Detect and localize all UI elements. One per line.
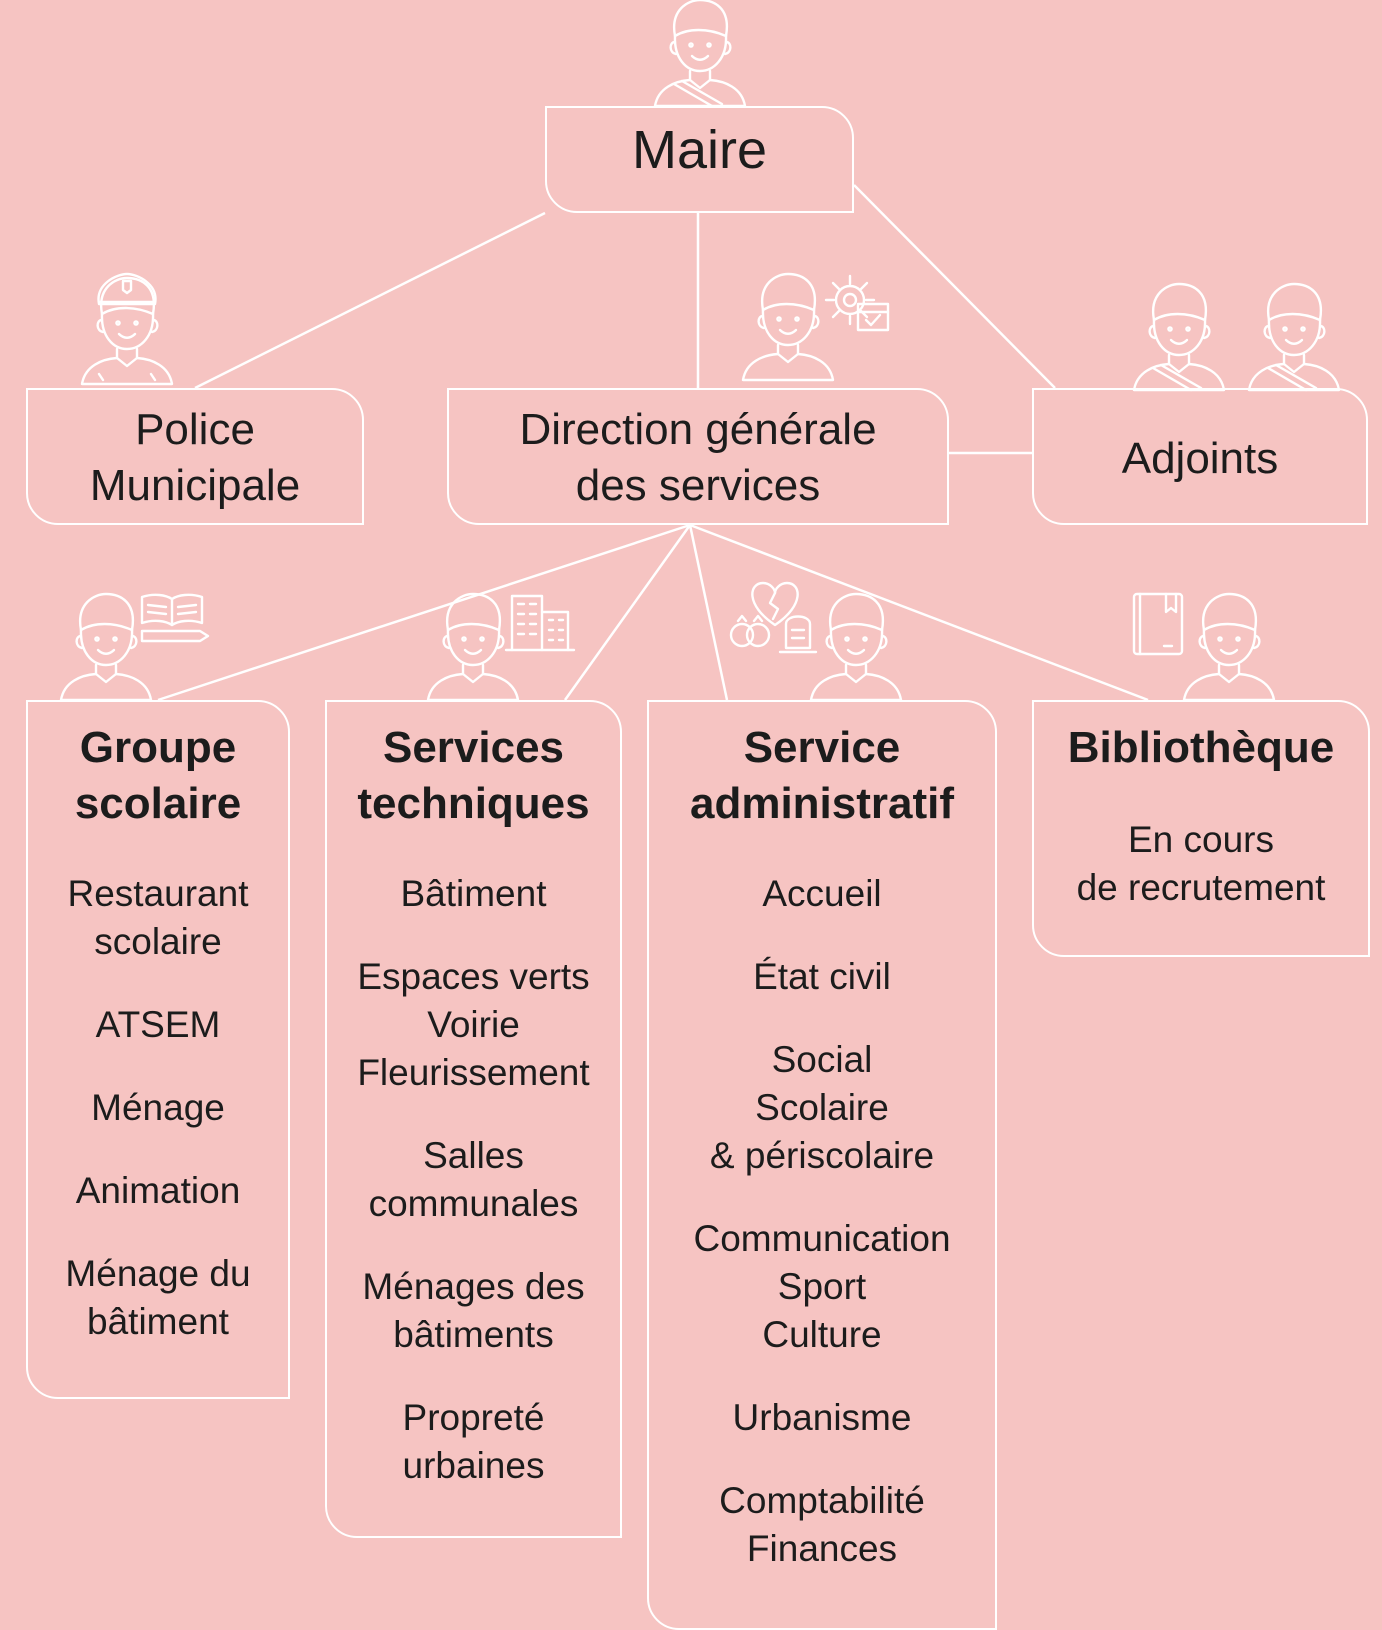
connector-maire-police xyxy=(194,211,546,390)
police-municipale-title: Police Municipale xyxy=(89,405,301,510)
connector-dgs-techniques xyxy=(563,524,692,701)
list-item: Ménages des bâtiments xyxy=(362,1266,585,1355)
bibliotheque-items: En cours de recrutement xyxy=(1034,816,1368,912)
list-item: Salles communales xyxy=(368,1135,579,1224)
book-icon xyxy=(1132,592,1184,656)
buildings-icon xyxy=(504,594,576,652)
groupe-scolaire-box: Groupe scolaire Restaurant scolaire ATSE… xyxy=(26,700,290,1399)
list-item: Accueil xyxy=(762,873,882,914)
groupe-scolaire-items: Restaurant scolaire ATSEM Ménage Animati… xyxy=(28,870,288,1346)
service-administratif-title: Service administratif xyxy=(689,723,955,828)
maire-title: Maire xyxy=(631,120,768,180)
maire-box: Maire xyxy=(545,106,854,213)
list-item: Bâtiment xyxy=(400,873,547,914)
bibliotheque-box: Bibliothèque En cours de recrutement xyxy=(1032,700,1370,957)
adjoints-box: Adjoints xyxy=(1032,388,1368,525)
list-item: Social Scolaire & périscolaire xyxy=(709,1039,935,1176)
gravestone-icon xyxy=(778,615,818,654)
bibliotheque-title: Bibliothèque xyxy=(1067,723,1335,772)
list-item: Espaces verts Voirie Fleurissement xyxy=(357,956,590,1093)
list-item: En cours de recrutement xyxy=(1076,819,1326,908)
services-techniques-box: Services techniques Bâtiment Espaces ver… xyxy=(325,700,622,1538)
groupe-scolaire-title: Groupe scolaire xyxy=(74,723,242,828)
list-item: Communication Sport Culture xyxy=(693,1218,951,1355)
list-item: Comptabilité Finances xyxy=(719,1480,925,1569)
list-item: Animation xyxy=(75,1170,241,1211)
list-item: Urbanisme xyxy=(732,1397,912,1438)
services-techniques-items: Bâtiment Espaces verts Voirie Fleurissem… xyxy=(327,870,620,1490)
service-administratif-items: Accueil État civil Social Scolaire & pér… xyxy=(649,870,995,1573)
direction-generale-box: Direction générale des services xyxy=(447,388,949,525)
list-item: Propreté urbaines xyxy=(402,1397,545,1486)
connector-dgs-admin xyxy=(688,524,729,701)
broken-heart-icon xyxy=(751,581,799,627)
connector-dgs-biblio xyxy=(689,523,1149,702)
police-municipale-box: Police Municipale xyxy=(26,388,364,525)
police-officer-icon xyxy=(80,272,174,386)
gear-calendar-icon xyxy=(824,274,890,332)
direction-generale-title: Direction générale des services xyxy=(519,405,877,510)
list-item: ATSEM xyxy=(95,1004,221,1045)
open-book-pencil-icon xyxy=(140,593,210,643)
services-techniques-title: Services techniques xyxy=(357,723,590,828)
adjoints-title: Adjoints xyxy=(1121,434,1279,483)
list-item: État civil xyxy=(753,956,891,997)
list-item: Ménage du bâtiment xyxy=(65,1253,251,1342)
list-item: Restaurant scolaire xyxy=(67,873,249,962)
connector-dgs-groupe xyxy=(157,523,691,702)
service-administratif-box: Service administratif Accueil État civil… xyxy=(647,700,997,1630)
list-item: Ménage xyxy=(91,1087,225,1128)
wedding-rings-icon xyxy=(729,614,771,648)
connector-maire-adjoints xyxy=(853,184,1056,389)
